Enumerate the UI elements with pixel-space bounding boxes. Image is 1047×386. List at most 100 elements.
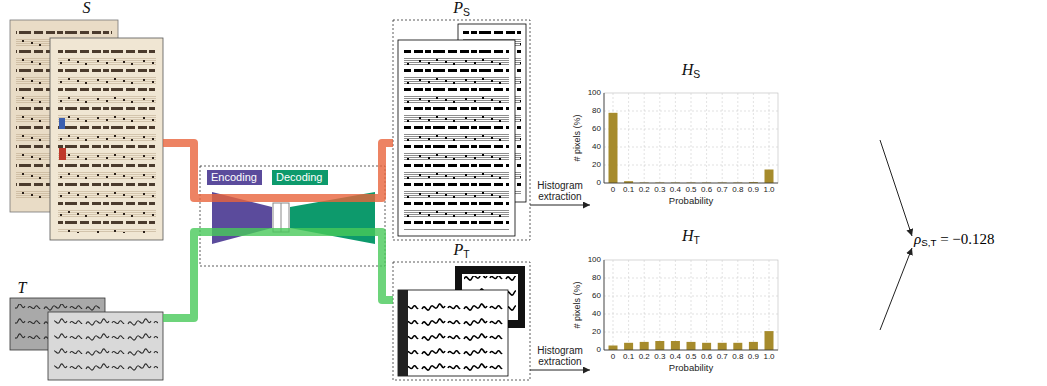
axis-tick: 20 [592, 328, 601, 336]
bar [624, 343, 633, 350]
bottleneck-divider [281, 203, 282, 232]
bar [765, 170, 774, 184]
binarized-content [404, 48, 509, 230]
axis-tick: 100 [588, 89, 601, 97]
axis-tick: 0.3 [654, 353, 665, 361]
symbol: P [453, 0, 463, 16]
axis-tick: 60 [592, 292, 601, 300]
dashed-group [393, 20, 530, 240]
axis-tick: 0 [597, 346, 601, 354]
axis-tick: 0.4 [670, 353, 681, 361]
bar [702, 343, 711, 350]
letter-page [48, 312, 163, 380]
bar [640, 342, 649, 350]
bar [718, 343, 727, 350]
node-text: Decoding [276, 172, 322, 183]
bar [671, 341, 680, 350]
target-image-set: T [10, 280, 163, 380]
manuscript-content [58, 48, 156, 233]
axis-tick: 0 [611, 353, 615, 361]
axis-tick: 0.6 [701, 186, 712, 194]
node-text: HS [682, 62, 701, 80]
subscript: T [694, 235, 700, 246]
target-prediction-set: PT [393, 242, 530, 380]
bar [609, 346, 618, 351]
axis-tick: 40 [592, 310, 601, 318]
flow-arrow [530, 205, 590, 206]
axis-title: # pixels (%) [573, 281, 582, 328]
encoder-label: Encoding [207, 170, 262, 185]
axis-tick: 0.9 [748, 186, 759, 194]
histogram-bars [609, 331, 774, 350]
bar [609, 113, 618, 183]
symbol: H [682, 227, 694, 244]
axis-title: Probability [669, 196, 713, 206]
dashed-group [393, 262, 530, 380]
source-image-set: S [10, 0, 163, 240]
network [200, 166, 385, 266]
node-text: S [83, 0, 91, 16]
node-text: Encoding [211, 172, 257, 183]
manuscript-page [50, 38, 163, 240]
symbol: ρ [914, 231, 921, 247]
subscript: S [693, 69, 700, 80]
node-text: T [18, 280, 27, 296]
axis-tick: 0.9 [748, 353, 759, 361]
binarized-content [402, 296, 504, 372]
bar [687, 342, 696, 350]
binarized-page [398, 40, 515, 236]
target-predictions [393, 262, 530, 380]
axis-tick: 60 [592, 125, 601, 133]
correlation-value: ρS,T = −0.128 [912, 230, 998, 251]
dashed-group [200, 166, 385, 266]
target-histogram-plot [604, 260, 778, 350]
bar [749, 342, 758, 350]
axis-tick: 40 [592, 143, 601, 151]
axis-tick: 1.0 [763, 186, 774, 194]
axis-tick: 0.1 [623, 186, 634, 194]
axis-tick: 0.4 [670, 186, 681, 194]
target-pages [10, 298, 163, 380]
connectors [163, 140, 912, 370]
grid-lines [604, 260, 778, 350]
subscript: S [463, 7, 470, 18]
initial-letter [59, 148, 66, 160]
grid-lines [604, 93, 778, 183]
axis-tick: 100 [588, 256, 601, 264]
letter-content [54, 318, 158, 376]
data-band [163, 143, 393, 198]
dark-border [398, 290, 408, 376]
source-histogram-plot [604, 93, 778, 183]
histogram-bars [609, 113, 774, 183]
axis-tick: 0.7 [717, 353, 728, 361]
subscript: T [463, 249, 469, 260]
bar [765, 331, 774, 350]
edge-label: Histogram extraction [531, 180, 589, 202]
axes [604, 260, 778, 350]
symbol: P [453, 241, 463, 258]
node-text: PT [453, 242, 469, 260]
axis-tick: 0.2 [639, 186, 650, 194]
source-predictions [393, 20, 530, 240]
flow-arrow [880, 140, 912, 236]
plot-frame [604, 93, 778, 183]
flow-arrow [880, 248, 912, 330]
plot-frame [604, 260, 778, 350]
bar [733, 343, 742, 350]
subscript: S,T [921, 237, 936, 248]
axis-tick: 80 [592, 107, 601, 115]
edge-label: Histogram extraction [531, 345, 589, 367]
axis-title: # pixels (%) [573, 114, 582, 161]
node-text: PS [453, 0, 470, 18]
axis-tick: 0.5 [685, 353, 696, 361]
decoder-label: Decoding [272, 170, 328, 185]
axes [604, 93, 778, 183]
axis-tick: 0.7 [717, 186, 728, 194]
binarized-page [398, 290, 508, 376]
axis-tick: 1.0 [763, 353, 774, 361]
source-pages [10, 20, 163, 240]
flow-arrow [530, 370, 590, 371]
